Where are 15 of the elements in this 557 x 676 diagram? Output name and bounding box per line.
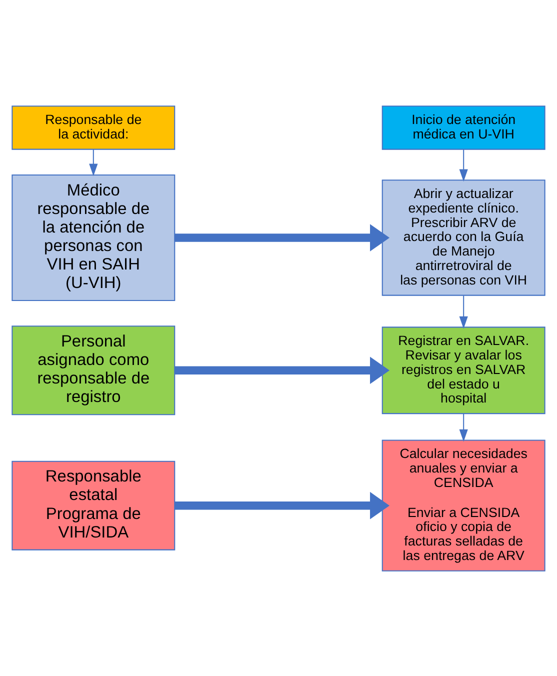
arrow bbox=[459, 149, 468, 182]
arrow bbox=[89, 149, 98, 176]
node-box: Registrar en SALVAR. Revisar y avalar los registros en SALVAR del estado u hospital bbox=[382, 326, 546, 414]
node-box: Médico responsable de la atención de personas con VIH en SAIH (U-VIH) bbox=[12, 174, 176, 300]
node-box: Personal asignado como responsable de registro bbox=[12, 325, 176, 415]
node-box: Responsable estatal Programa de VIH/SIDA bbox=[12, 460, 176, 550]
node-box: Calcular necesidades anuales y enviar a CENSIDA Enviar a CENSIDA oficio y copia de facturas selladas de las entregas de ARV bbox=[382, 439, 546, 571]
arrow bbox=[174, 491, 390, 519]
node-box: Responsable de la actividad: bbox=[12, 105, 176, 150]
arrow bbox=[459, 295, 468, 328]
node-box: Abrir y actualizar expediente clínico. Prescribir ARV de acuerdo con la Guía de Manejo antirretroviral de las personas con VIH bbox=[382, 179, 546, 296]
node-box: Inicio de atención médica en U-VIH bbox=[382, 105, 546, 150]
arrow bbox=[459, 413, 468, 442]
arrow bbox=[174, 224, 390, 251]
arrow bbox=[174, 356, 390, 384]
